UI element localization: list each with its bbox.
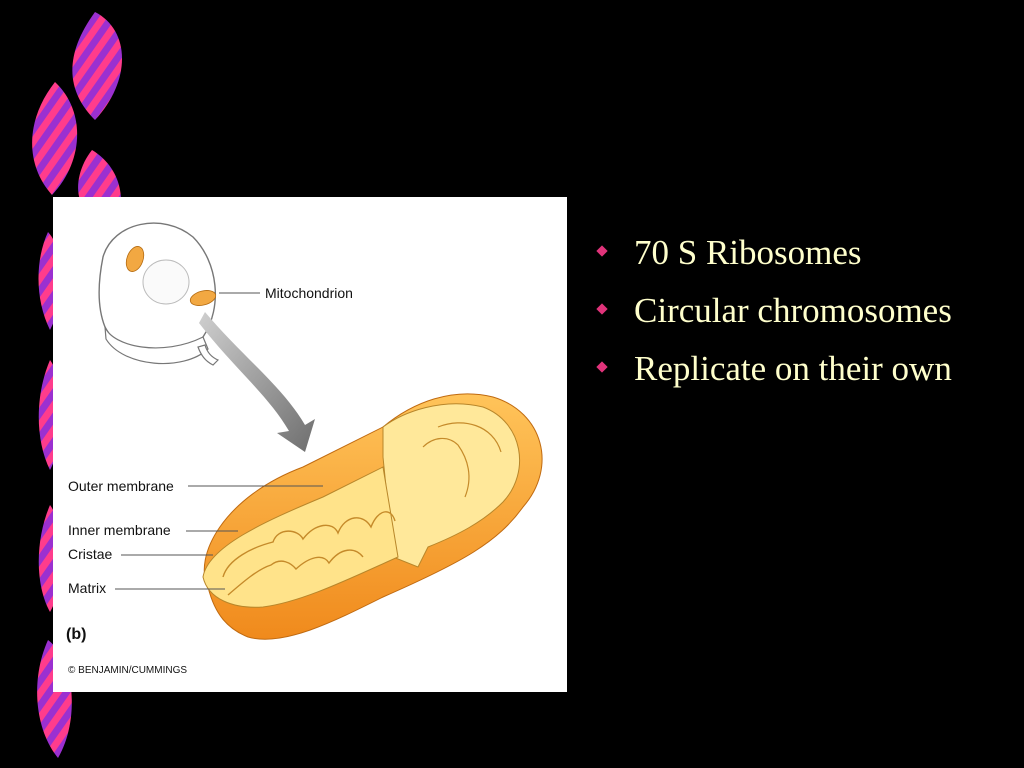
label-mitochondrion: Mitochondrion bbox=[265, 285, 353, 301]
label-outer-membrane: Outer membrane bbox=[68, 478, 174, 494]
label-cristae: Cristae bbox=[68, 546, 113, 562]
mitochondrion-diagram: Mitochondrion Outer membrane Inner membr… bbox=[66, 222, 543, 676]
label-panel-b: (b) bbox=[66, 626, 86, 643]
mitochondrion-cutaway bbox=[202, 393, 543, 640]
label-inner-membrane: Inner membrane bbox=[68, 522, 171, 538]
mitochondrion-figure: Mitochondrion Outer membrane Inner membr… bbox=[53, 197, 567, 692]
bullet-item: Circular chromosomes bbox=[596, 290, 1018, 348]
curved-arrow-icon bbox=[199, 312, 315, 452]
bullet-text: Circular chromosomes bbox=[634, 291, 952, 330]
cell-drawing bbox=[98, 222, 220, 366]
bullet-item: Replicate on their own bbox=[596, 348, 1018, 406]
label-matrix: Matrix bbox=[68, 580, 106, 596]
bullet-text: Replicate on their own bbox=[634, 349, 952, 388]
bullet-item: 70 S Ribosomes bbox=[596, 232, 1018, 290]
copyright-text: © BENJAMIN/CUMMINGS bbox=[68, 665, 187, 676]
diamond-bullet-icon bbox=[596, 303, 608, 315]
bullet-text: 70 S Ribosomes bbox=[634, 233, 862, 272]
diamond-bullet-icon bbox=[596, 245, 608, 257]
diamond-bullet-icon bbox=[596, 361, 608, 373]
bullet-list: 70 S Ribosomes Circular chromosomes Repl… bbox=[596, 232, 1018, 406]
